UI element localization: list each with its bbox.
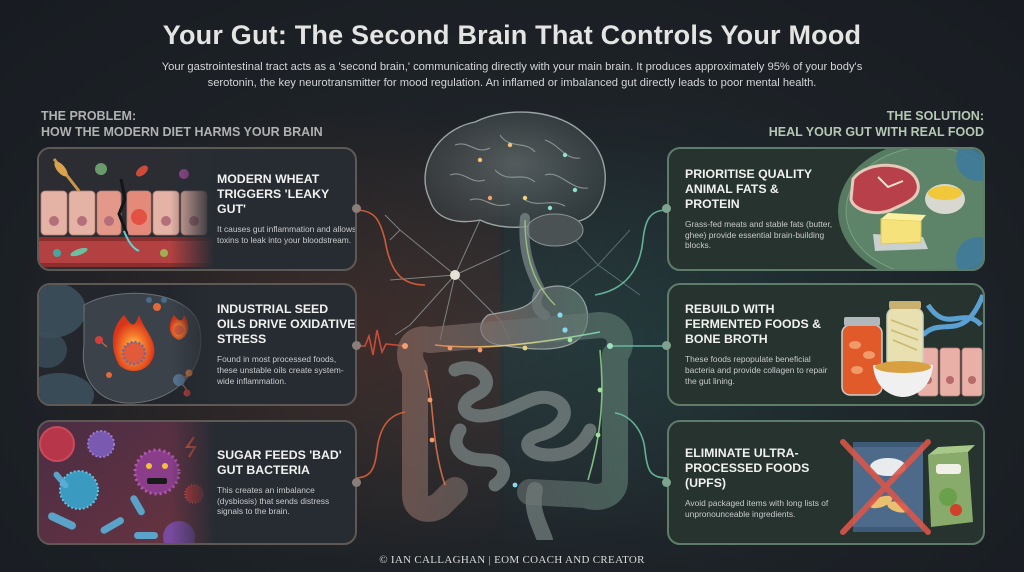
problem-card-sugar: SUGAR FEEDS 'BAD' GUT BACTERIA This crea…	[37, 420, 357, 545]
connector-dot-icon	[352, 204, 361, 213]
problem-section-heading: THE PROBLEM: HOW THE MODERN DIET HARMS Y…	[41, 108, 323, 140]
bad-bacteria-illustration	[39, 422, 214, 543]
solution-card-animal-fats: PRIORITISE QUALITY ANIMAL FATS & PROTEIN…	[667, 147, 985, 271]
solution-card-fermented: REBUILD WITH FERMENTED FOODS & BONE BROT…	[667, 283, 985, 406]
card-title: ELIMINATE ULTRA-PROCESSED FOODS (UPFs)	[685, 445, 810, 490]
card-text: PRIORITISE QUALITY ANIMAL FATS & PROTEIN…	[685, 149, 835, 269]
card-text: MODERN WHEAT TRIGGERS 'LEAKY GUT' It cau…	[217, 149, 357, 269]
card-title: PRIORITISE QUALITY ANIMAL FATS & PROTEIN	[685, 166, 812, 211]
card-text: ELIMINATE ULTRA-PROCESSED FOODS (UPFs) A…	[685, 422, 835, 543]
solution-section-heading: THE SOLUTION: HEAL YOUR GUT WITH REAL FO…	[769, 108, 984, 140]
solution-heading-line1: THE SOLUTION:	[886, 109, 984, 123]
card-body: Found in most processed foods, these uns…	[217, 354, 344, 386]
card-text: REBUILD WITH FERMENTED FOODS & BONE BROT…	[685, 285, 835, 404]
oxidative-stress-illustration	[39, 285, 214, 404]
bacteria-icon	[39, 422, 214, 543]
card-text: SUGAR FEEDS 'BAD' GUT BACTERIA This crea…	[217, 422, 355, 543]
page-title: Your Gut: The Second Brain That Controls…	[162, 20, 862, 50]
card-title: REBUILD WITH FERMENTED FOODS & BONE BROT…	[685, 302, 821, 347]
problem-card-wheat: MODERN WHEAT TRIGGERS 'LEAKY GUT' It cau…	[37, 147, 357, 271]
connector-dot-icon	[662, 478, 671, 487]
fermented-foods-illustration	[833, 285, 983, 404]
no-processed-food-icon	[840, 439, 975, 535]
steak-butter-illustration	[833, 149, 983, 269]
leaky-gut-illustration	[39, 149, 214, 269]
solution-card-eliminate-upfs: ELIMINATE ULTRA-PROCESSED FOODS (UPFs) A…	[667, 420, 985, 545]
brain-gut-illustration	[360, 100, 670, 548]
connector-dot-icon	[352, 478, 361, 487]
footer-credit: © IAN CALLAGHAN | EOM COACH AND CREATOR	[379, 554, 645, 566]
steak-butter-icon	[838, 149, 983, 269]
connector-dot-icon	[352, 341, 361, 350]
card-title: MODERN WHEAT TRIGGERS 'LEAKY GUT'	[217, 172, 330, 217]
card-text: INDUSTRIAL SEED OILS DRIVE OXIDATIVE STR…	[217, 285, 356, 404]
connector-dot-icon	[662, 204, 671, 213]
solution-heading-line2: HEAL YOUR GUT WITH REAL FOOD	[768, 125, 984, 139]
card-body: Avoid packaged items with long lists of …	[685, 497, 829, 519]
card-body: Grass-fed meats and stable fats (butter,…	[685, 218, 833, 251]
card-body: It causes gut inflammation and allows to…	[217, 224, 357, 245]
crossed-processed-food-illustration	[833, 422, 983, 543]
problem-heading-line2: HOW THE MODERN DIET HARMS YOUR BRAIN	[41, 125, 323, 139]
connector-lines	[355, 209, 668, 479]
problem-heading-line1: THE PROBLEM:	[41, 109, 137, 123]
card-body: These foods repopulate beneficial bacter…	[685, 354, 828, 386]
page-subtitle: Your gastrointestinal tract acts as a 's…	[161, 61, 863, 89]
card-body: This creates an imbalance (dysbiosis) th…	[217, 484, 330, 517]
jars-broth-icon	[841, 294, 983, 397]
brain-gut-axis-icon	[384, 111, 641, 548]
pulse-dot-icon	[402, 343, 408, 349]
card-title: INDUSTRIAL SEED OILS DRIVE OXIDATIVE STR…	[217, 302, 356, 347]
card-title: SUGAR FEEDS 'BAD' GUT BACTERIA	[217, 447, 342, 477]
flame-molecule-icon	[39, 285, 214, 404]
leaky-gut-icon	[39, 149, 214, 269]
connector-dot-icon	[662, 341, 671, 350]
problem-card-seed-oils: INDUSTRIAL SEED OILS DRIVE OXIDATIVE STR…	[37, 283, 357, 406]
